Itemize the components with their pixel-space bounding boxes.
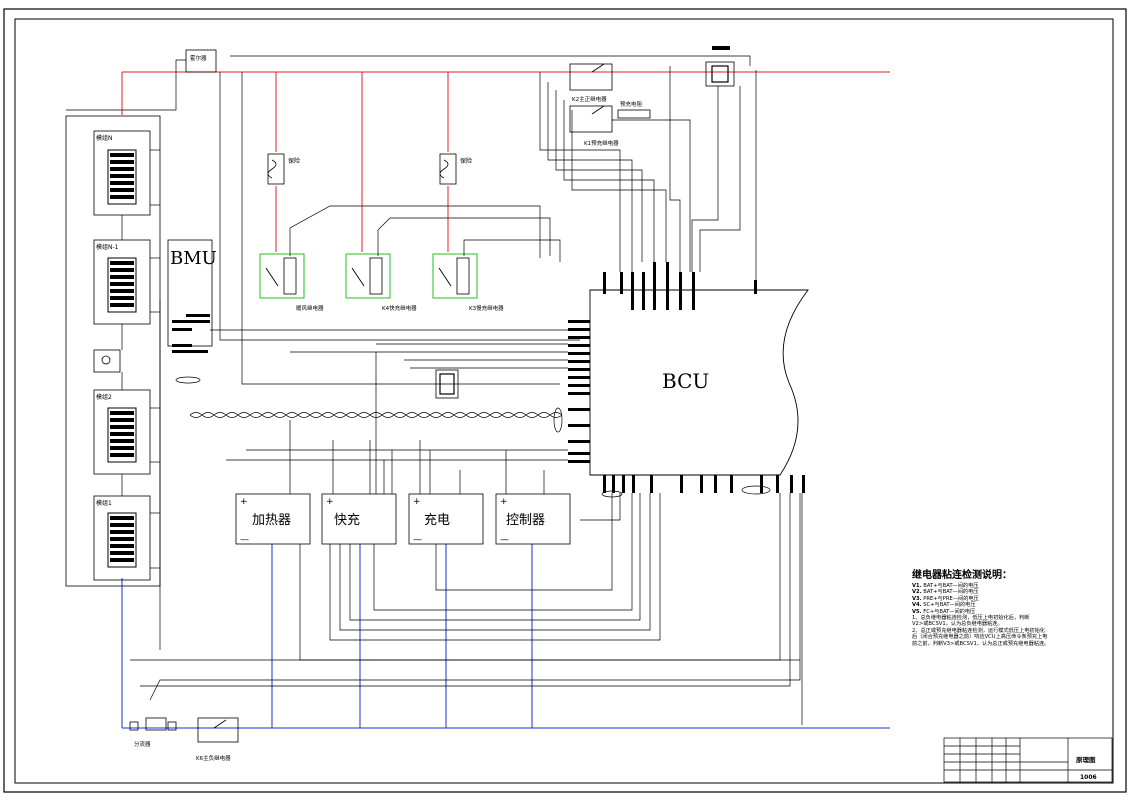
load-charger-label: 充电 xyxy=(424,512,450,528)
note-item: V5. FC+与BAT—间的电压 xyxy=(912,608,976,615)
note-para-1: 1、总负继电器粘连检测，低压上电初始化后，判断 xyxy=(912,615,1030,622)
relay-k4-label: K4快充继电器 xyxy=(382,304,417,312)
top-box-label: 霍尔器 xyxy=(190,54,207,62)
precharge-resistor-label: 预充电阻 xyxy=(620,100,643,108)
note-item: V1. BAT+与BAT—间的电压 xyxy=(912,583,979,589)
svg-text:+: + xyxy=(500,497,508,507)
shunt-label: 分流器 xyxy=(134,740,151,748)
load-fast-charge-label: 快充 xyxy=(334,512,360,528)
title-block-number: 1006 xyxy=(1080,774,1097,781)
module-n: 模组N xyxy=(93,130,151,216)
svg-text:+: + xyxy=(240,497,248,507)
module-2: 模组2 xyxy=(93,389,151,475)
service-disconnect xyxy=(93,349,121,373)
inner-border xyxy=(14,18,1114,784)
relay-notes: 继电器粘连检测说明： V1. BAT+与BAT—间的电压 V2. BAT+与BA… xyxy=(912,566,1112,647)
load-charger: 充电 + — xyxy=(408,493,484,545)
load-fast-charge: 快充 + xyxy=(321,493,397,545)
notes-title: 继电器粘连检测说明： xyxy=(912,570,1012,581)
note-item: V4. SC+与BAT—间的电压 xyxy=(912,602,976,609)
module-n-1-label: 模组N-1 xyxy=(96,243,119,251)
load-heater: 加热器 + — xyxy=(235,493,311,545)
relay-k1-label: K1预充继电器 xyxy=(584,139,619,147)
bmu-unit: BMU xyxy=(167,239,217,353)
shunt: 分流器 xyxy=(129,717,177,748)
fuse-left: 保险 xyxy=(267,153,300,185)
title-block-name: 原理图 xyxy=(1076,755,1096,764)
load-heater-label: 加热器 xyxy=(252,513,291,528)
wiring xyxy=(66,55,803,725)
fuse-right-label: 保险 xyxy=(460,157,472,165)
top-box: 霍尔器 xyxy=(185,49,217,73)
relay-k1: K1预充继电器 xyxy=(569,105,619,147)
load-controller-label: 控制器 xyxy=(506,513,545,528)
bcu-label: BCU xyxy=(662,369,709,393)
svg-text:+: + xyxy=(413,497,421,507)
relay-k3-label: K3慢充继电器 xyxy=(469,304,504,312)
hv-positive-bus xyxy=(121,71,890,252)
note-para-2b: 后（闭合预充继电器之前）响应VCU上高压命令条预充上电 xyxy=(912,634,1048,641)
note-para-1b: V2>或BCSV1，认为总负继电器粘连。 xyxy=(912,621,1003,628)
svg-text:—: — xyxy=(240,535,249,545)
fuse-left-label: 保险 xyxy=(288,157,300,165)
bcu-unit: BCU xyxy=(568,262,809,493)
bmu-label: BMU xyxy=(170,248,217,269)
svg-text:—: — xyxy=(500,535,509,545)
bcu-left-pins xyxy=(568,320,590,463)
relay-k3: K3慢充继电器 xyxy=(432,253,504,312)
relay-k6: K6主负继电器 xyxy=(196,717,239,762)
current-sensor xyxy=(705,46,735,87)
module-1-label: 模组1 xyxy=(96,499,112,507)
svg-text:+: + xyxy=(326,497,334,507)
module-n-1: 模组N-1 xyxy=(93,239,151,325)
note-item: V2. BAT+与BAT—间的电压 xyxy=(912,589,979,596)
note-para-2: 2、总正或预充继电器粘连检测，运行模式低压上电初始化 xyxy=(912,627,1045,634)
note-item: V3. PRE+与PRE—间的电压 xyxy=(912,595,979,602)
title-block xyxy=(943,737,1113,783)
bcu-top-pins xyxy=(603,262,757,310)
outer-border xyxy=(3,8,1127,793)
module-1: 模组1 xyxy=(93,495,151,581)
relay-k6-label: K6主负继电器 xyxy=(196,754,231,762)
note-para-2c: 前之前，判断V3>或BCSV1，认为总正或预充继电器粘连。 xyxy=(912,640,1050,647)
module-2-label: 模组2 xyxy=(96,393,112,401)
precharge-resistor: 预充电阻 xyxy=(617,100,651,119)
relay-fan: 暖风继电器 xyxy=(259,253,324,312)
relay-k2-label: K2主正继电器 xyxy=(572,95,607,103)
relay-k2: K2主正继电器 xyxy=(569,63,613,103)
fuse-right: 保险 xyxy=(439,153,472,185)
relay-k4: K4快充继电器 xyxy=(345,253,417,312)
bcu-bottom-pins xyxy=(603,475,805,493)
load-controller: 控制器 + — xyxy=(495,493,571,545)
relay-fan-label: 暖风继电器 xyxy=(296,304,324,312)
svg-text:—: — xyxy=(413,535,422,545)
module-n-label: 模组N xyxy=(96,134,113,142)
hv-negative-bus xyxy=(121,544,890,729)
battery-module-stack: 模组N 模组N-1 模组2 模组1 xyxy=(65,115,161,587)
